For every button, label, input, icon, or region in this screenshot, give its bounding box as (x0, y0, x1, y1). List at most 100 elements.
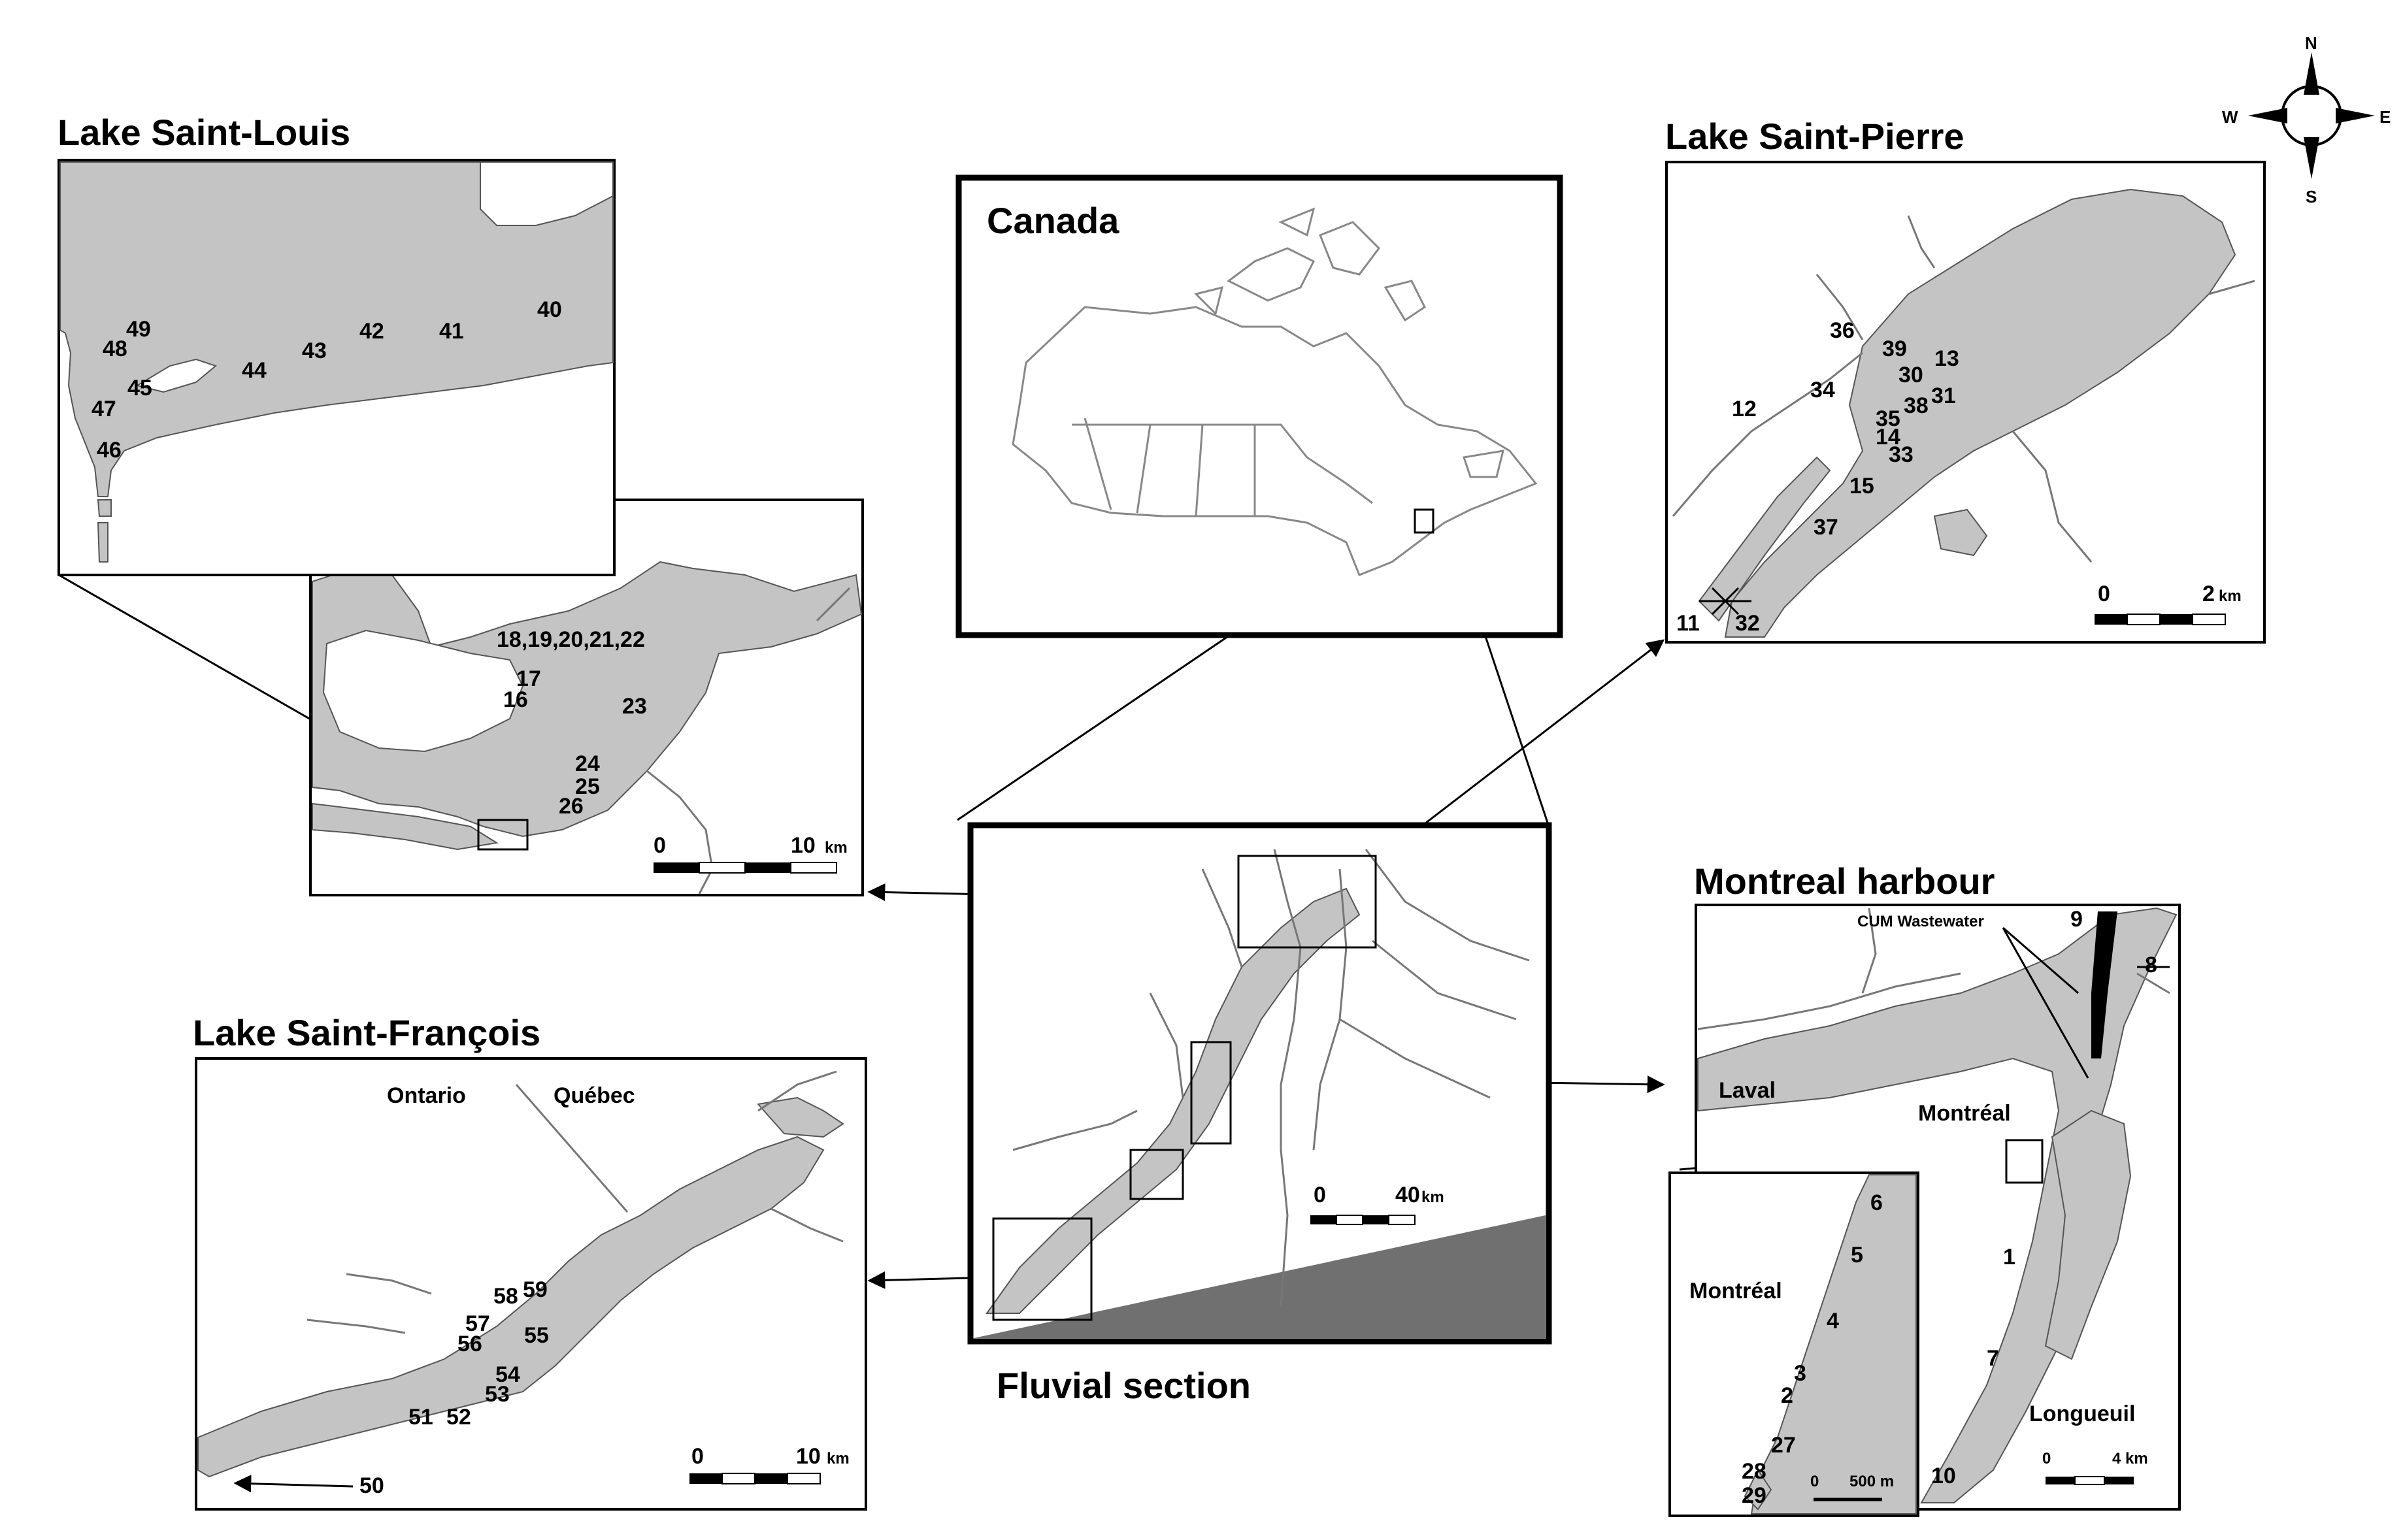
scale-unit: km (825, 839, 848, 857)
site-label: 11 (1676, 611, 1700, 636)
site-label: 40 (537, 297, 562, 322)
scale-max: 10 (796, 1444, 821, 1469)
site-label: 12 (1732, 397, 1757, 421)
panel-title: Fluvial section (997, 1365, 1251, 1406)
site-label: 37 (1814, 515, 1838, 540)
site-label: 17 (516, 666, 541, 691)
site-label: 56 (457, 1332, 482, 1356)
scale-bar: 0 4 km (2042, 1450, 2148, 1485)
site-label: 18,19,20,21,22 (497, 627, 645, 652)
compass-e: E (2379, 107, 2391, 127)
site-label: 13 (1934, 346, 1959, 371)
compass-s: S (2306, 187, 2317, 206)
fluvial-section-panel: 0 40 km Fluvial section (967, 822, 1552, 1406)
site-label: 2 (1781, 1383, 1793, 1408)
scale-zero: 0 (1810, 1473, 1819, 1490)
canada-panel: Canada (955, 174, 1563, 638)
site-label: 29 (1742, 1483, 1766, 1508)
site-label: 36 (1830, 318, 1855, 343)
site-label: 46 (97, 438, 122, 463)
site-label: 9 (2070, 907, 2083, 932)
site-label: 26 (559, 794, 584, 819)
site-label: 55 (524, 1323, 549, 1348)
site-label: 14 (1876, 425, 1900, 450)
site-label: 53 (485, 1382, 510, 1407)
scale-bar: 0 10 km (654, 833, 848, 874)
scale-unit: km (1421, 1188, 1444, 1206)
panel-title: Montreal harbour (1694, 860, 1995, 902)
compass-w: W (2222, 107, 2238, 127)
panel-title: Lake Saint-Pierre (1665, 116, 1964, 157)
place-label: Québec (554, 1083, 635, 1108)
panel-title: Lake Saint-Louis (58, 112, 350, 153)
site-label: 57 (465, 1311, 490, 1336)
site-label: 44 (242, 358, 267, 383)
site-label: 28 (1742, 1459, 1766, 1484)
site-label: 59 (523, 1277, 548, 1302)
scale-bar: 0 10 km (689, 1444, 850, 1484)
site-label: 27 (1771, 1433, 1796, 1458)
wastewater-label: CUM Wastewater (1857, 913, 1984, 930)
scale-max: 4 km (2112, 1450, 2148, 1467)
scale-max: 10 (791, 833, 816, 858)
site-label: 47 (91, 397, 116, 421)
site-label: 49 (126, 317, 151, 342)
lake-saint-pierre-panel: Lake Saint-Pierre 36 39 13 30 34 31 38 1… (1665, 116, 2266, 644)
site-label: 39 (1882, 336, 1907, 361)
site-label: 1 (2003, 1245, 2015, 1270)
place-label: Longueuil (2029, 1401, 2135, 1426)
site-label: 15 (1849, 474, 1874, 499)
scale-zero: 0 (654, 833, 666, 858)
site-label: 51 (408, 1405, 433, 1430)
scale-zero: 0 (1314, 1183, 1326, 1207)
place-label: Montréal (1689, 1279, 1782, 1303)
site-label: 48 (103, 336, 127, 361)
site-label: 3 (1794, 1361, 1806, 1386)
site-label: 23 (622, 694, 647, 719)
scale-bar: 0 40 km (1310, 1183, 1444, 1225)
scale-bar: 0 500 m (1810, 1473, 1894, 1501)
site-label: 43 (302, 338, 327, 363)
montreal-inset-panel: Montréal 6 5 4 3 2 27 28 29 0 500 m (1668, 1171, 1919, 1517)
scale-max: 2 (2202, 582, 2215, 606)
site-label: 41 (439, 319, 464, 344)
site-label: 32 (1735, 611, 1760, 636)
site-label: 5 (1851, 1243, 1863, 1268)
site-label: 6 (1870, 1190, 1883, 1215)
site-label: 58 (493, 1284, 518, 1309)
site-label: 16 (503, 687, 528, 712)
site-label: 30 (1898, 363, 1923, 387)
scale-unit: km (827, 1450, 850, 1467)
north-arrow-icon: N S E W (2222, 33, 2391, 206)
compass-n: N (2305, 33, 2317, 53)
scale-zero: 0 (691, 1444, 704, 1469)
site-label: 33 (1889, 442, 1914, 467)
site-label: 54 (495, 1362, 520, 1387)
scale-unit: km (2219, 587, 2242, 605)
site-label: 50 (359, 1473, 384, 1498)
site-label: 10 (1931, 1464, 1956, 1488)
site-label: 38 (1904, 393, 1929, 418)
site-label: 45 (127, 376, 152, 401)
canada-outline (1012, 207, 1538, 576)
scale-max: 40 (1395, 1183, 1420, 1207)
site-label: 4 (1827, 1309, 1839, 1334)
site-label: 34 (1810, 378, 1835, 402)
scale-max: 500 m (1849, 1473, 1894, 1490)
site-label: 52 (446, 1405, 471, 1430)
place-label: Montréal (1918, 1101, 2011, 1126)
site-label: 7 (1987, 1346, 1999, 1371)
scale-zero: 0 (2042, 1450, 2051, 1467)
place-label: Laval (1719, 1078, 1776, 1103)
site-label: 35 (1876, 406, 1900, 431)
place-label: Ontario (387, 1083, 466, 1108)
scale-zero: 0 (2098, 582, 2110, 606)
lake-saint-francois-panel: Lake Saint-François Ontario Québec 58 59… (193, 1012, 867, 1511)
site-label: 25 (575, 774, 600, 799)
panel-title: Canada (987, 200, 1119, 241)
panel-title: Lake Saint-François (193, 1012, 540, 1053)
site-label: 8 (2145, 953, 2157, 977)
site-label: 24 (575, 751, 600, 776)
lake-saint-louis-panel: Lake Saint-Louis 49 48 45 47 46 44 43 42… (58, 112, 616, 576)
